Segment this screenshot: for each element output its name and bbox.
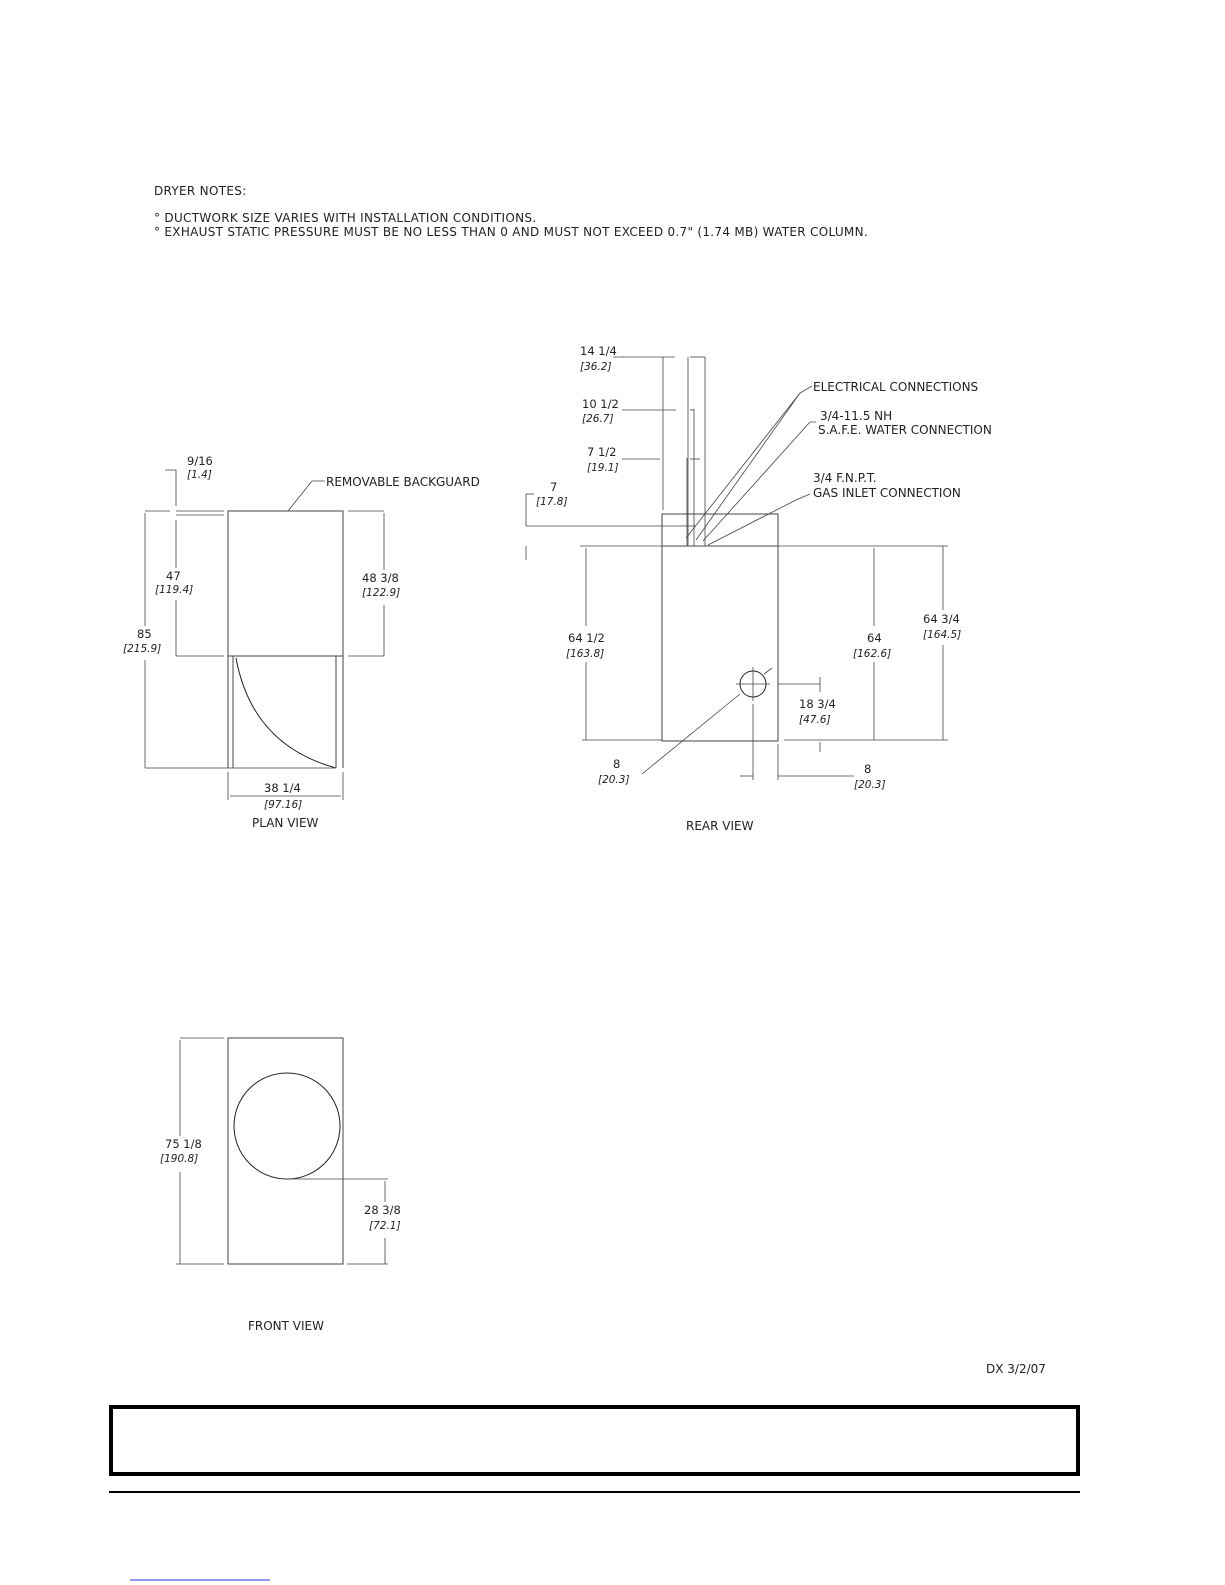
- dim-7-in: 7: [550, 480, 557, 494]
- water-connection-size-callout: 3/4-11.5 NH: [820, 409, 892, 423]
- dim-64-1-2-mm: [163.8]: [566, 648, 604, 660]
- dim-64-mm: [162.6]: [853, 648, 891, 660]
- note-item-static-pressure: ° EXHAUST STATIC PRESSURE MUST BE NO LES…: [154, 225, 868, 239]
- dim-64-3-4-in: 64 3/4: [923, 612, 960, 626]
- door-swing-arc: [235, 657, 337, 769]
- dim-28-3-8-mm: [72.1]: [369, 1220, 401, 1232]
- dim-48-3-8-mm: [122.9]: [362, 587, 400, 599]
- revision-label: DX 3/2/07: [986, 1362, 1046, 1376]
- dryer-notes: DRYER NOTES: ° DUCTWORK SIZE VARIES WITH…: [154, 184, 868, 239]
- dim-47-in: 47: [166, 569, 181, 583]
- dim-38-1-4-in: 38 1/4: [264, 781, 301, 795]
- dim-10-1-2-in: 10 1/2: [582, 397, 619, 411]
- dim-14-1-4-in: 14 1/4: [580, 344, 617, 358]
- dim-28-3-8-in: 28 3/8: [364, 1203, 401, 1217]
- dim-8-right-mm: [20.3]: [854, 779, 886, 791]
- dim-64-in: 64: [867, 631, 882, 645]
- dim-7-1-2-mm: [19.1]: [587, 462, 619, 474]
- dim-38-1-4-mm: [97.16]: [264, 799, 302, 811]
- backguard-outline: [227, 510, 344, 657]
- note-item-ductwork: ° DUCTWORK SIZE VARIES WITH INSTALLATION…: [154, 211, 536, 225]
- dim-8-left-mm: [20.3]: [598, 774, 630, 786]
- dim-75-1-8-in: 75 1/8: [165, 1137, 202, 1151]
- dim-8-left-in: 8: [613, 757, 620, 771]
- dryer-door-circle: [233, 1072, 341, 1180]
- dim-48-3-8-in: 48 3/8: [362, 571, 399, 585]
- dim-9-16-in: 9/16: [187, 454, 213, 468]
- water-connection-callout: S.A.F.E. WATER CONNECTION: [818, 423, 992, 437]
- front-view: 75 1/8 [190.8] 28 3/8 [72.1] FRONT VIEW: [160, 1037, 401, 1333]
- dim-8-right-in: 8: [864, 762, 871, 776]
- gas-inlet-size-callout: 3/4 F.N.P.T.: [813, 471, 877, 485]
- footer-frame: [109, 1405, 1080, 1476]
- rear-view: 14 1/4 [36.2] 10 1/2 [26.7] 7 1/2 [19.1]…: [525, 344, 992, 833]
- dim-9-16-mm: [1.4]: [187, 469, 212, 481]
- removable-backguard-callout: REMOVABLE BACKGUARD: [326, 475, 480, 489]
- front-view-label: FRONT VIEW: [248, 1319, 324, 1333]
- dim-18-3-4-mm: [47.6]: [799, 714, 831, 726]
- plan-view-label: PLAN VIEW: [252, 816, 319, 830]
- dim-7-1-2-in: 7 1/2: [587, 445, 616, 459]
- rear-cabinet-outline: [661, 513, 779, 742]
- dim-18-3-4-in: 18 3/4: [799, 697, 836, 711]
- dim-75-1-8-mm: [190.8]: [160, 1153, 198, 1165]
- dim-14-1-4-mm: [36.2]: [580, 361, 612, 373]
- dim-64-3-4-mm: [164.5]: [923, 629, 961, 641]
- dim-7-mm: [17.8]: [536, 496, 568, 508]
- rear-view-label: REAR VIEW: [686, 819, 754, 833]
- dim-85-mm: [215.9]: [123, 643, 161, 655]
- notes-title: DRYER NOTES:: [154, 184, 246, 198]
- dim-47-mm: [119.4]: [155, 584, 193, 596]
- dim-64-1-2-in: 64 1/2: [568, 631, 605, 645]
- dim-10-1-2-mm: [26.7]: [582, 413, 614, 425]
- gas-inlet-callout: GAS INLET CONNECTION: [813, 486, 961, 500]
- front-cabinet-outline: [227, 1037, 344, 1265]
- plan-view: 9/16 [1.4] 47 [119.4] 85 [215.9] 48 3/8 …: [123, 454, 480, 830]
- electrical-connections-callout: ELECTRICAL CONNECTIONS: [813, 380, 978, 394]
- dim-85-in: 85: [137, 627, 152, 641]
